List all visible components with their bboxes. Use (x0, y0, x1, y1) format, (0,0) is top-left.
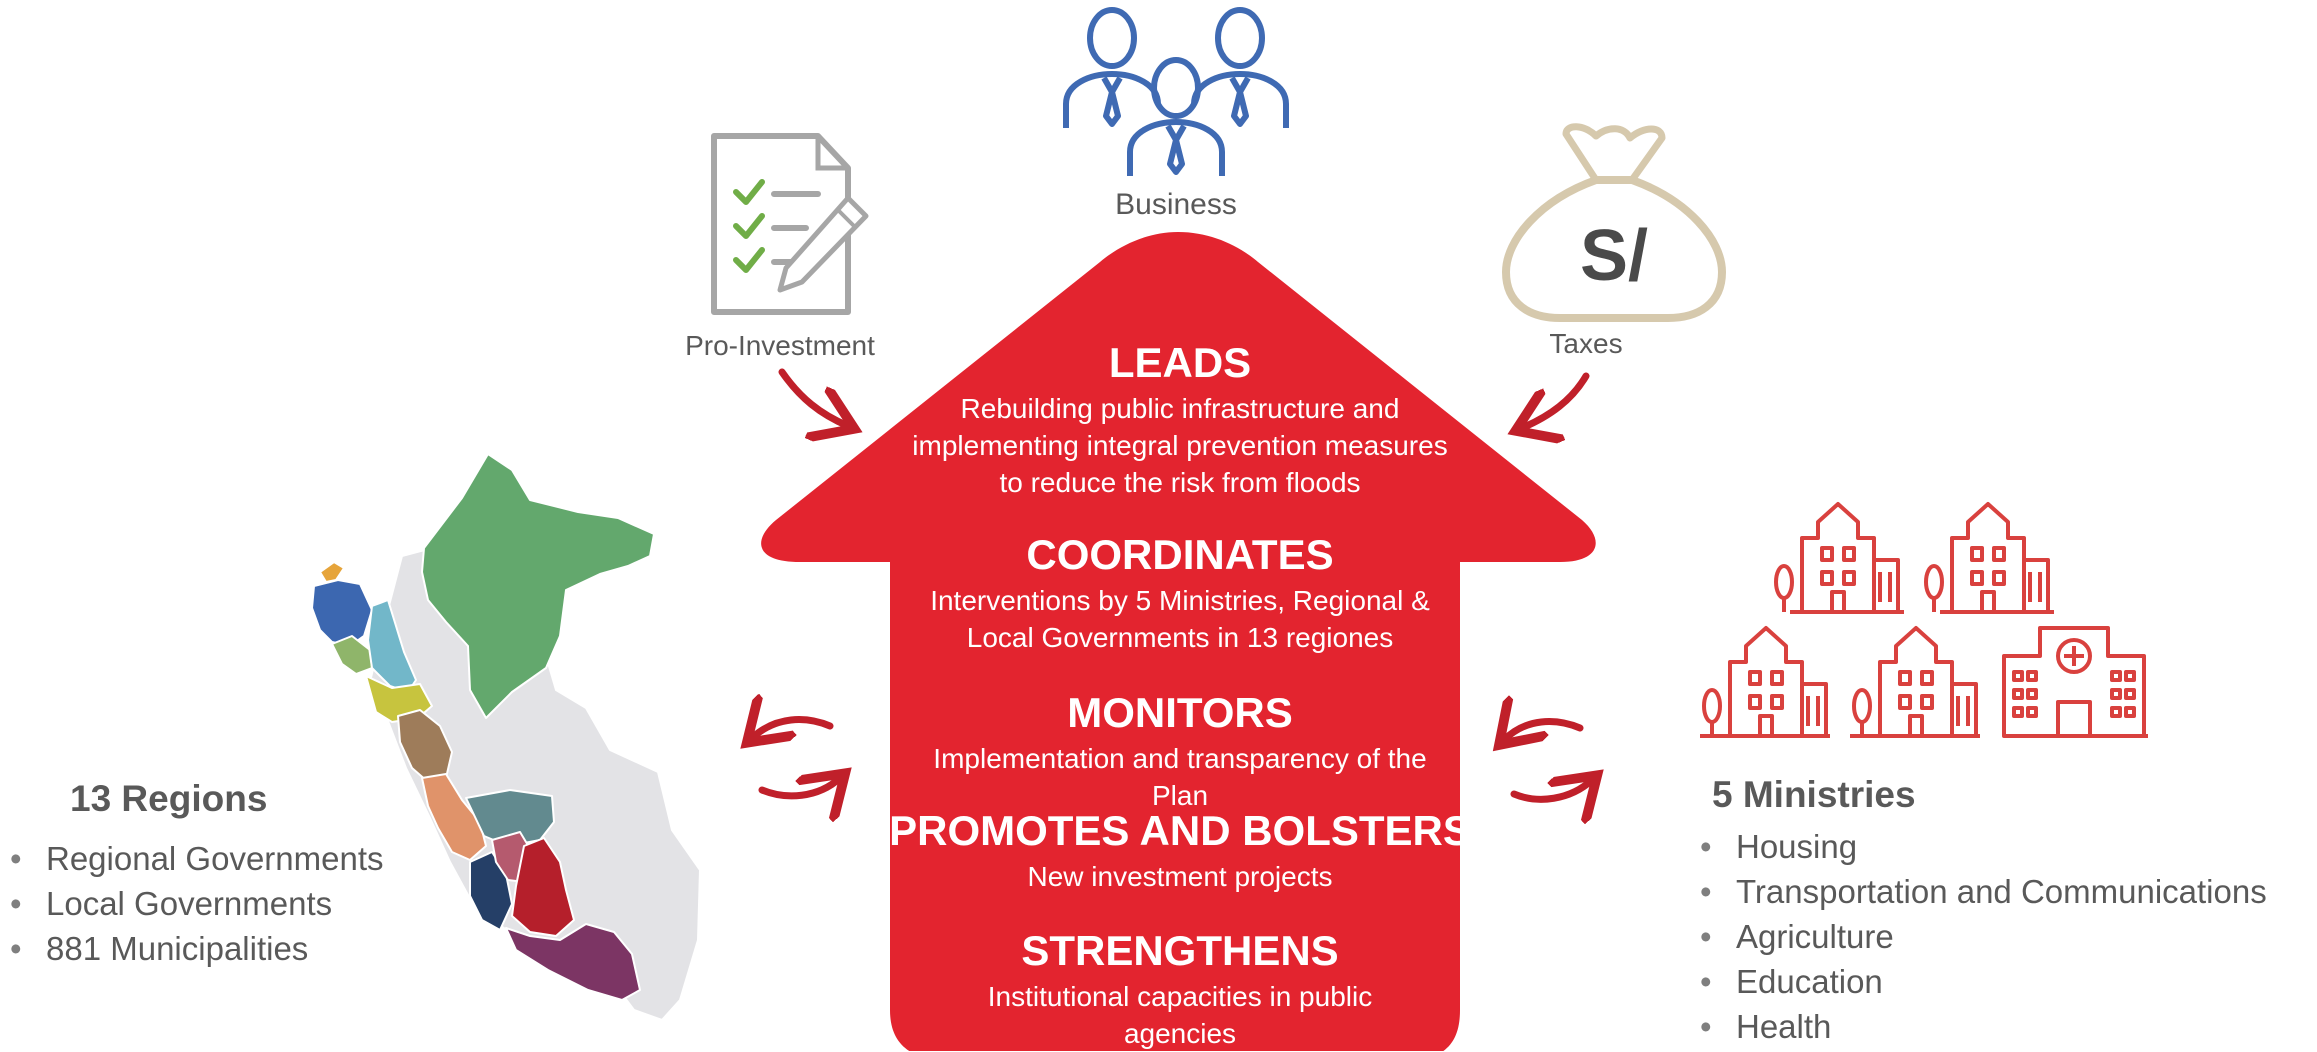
taxes-curved-arrow (1522, 372, 1590, 428)
central-up-arrow (761, 232, 1596, 1051)
ministries-title: 5 Ministries (1712, 774, 1916, 815)
section-text: Interventions by 5 Ministries, Regional … (930, 585, 1430, 653)
peru-map (311, 453, 701, 1021)
map-region-apurimac (511, 837, 575, 937)
regions-item: 881 Municipalities (10, 926, 384, 971)
section-text: Institutional capacities in public agenc… (987, 981, 1373, 1049)
regions-exchange-arrow-in (758, 778, 840, 796)
business-label: Business (1115, 188, 1237, 221)
section-title: MONITORS (1067, 689, 1293, 736)
map-region-lambayeque (331, 635, 373, 675)
ministries-exchange-arrow-out (1510, 780, 1592, 799)
pro-investment-label: Pro-Investment (685, 330, 875, 361)
map-region-arequipa (505, 923, 641, 1001)
section-text: New investment projects (1027, 861, 1333, 892)
map-background-regions (367, 547, 701, 1021)
business-people-icon (1063, 7, 1289, 176)
arrow-section-leads: LEADS Rebuilding public infrastructure a… (860, 340, 1500, 501)
ministries-item: Transportation and Communications (1700, 869, 2267, 914)
section-title: LEADS (1108, 339, 1252, 386)
section-title: PROMOTES AND BOLSTERS (889, 807, 1471, 854)
building-icons (1700, 502, 2148, 738)
ministries-list: Housing Transportation and Communication… (1700, 824, 2267, 1049)
ministries-item: Health (1700, 1004, 2267, 1049)
map-region-piura (311, 579, 373, 647)
pro-investment-curved-arrow (778, 368, 848, 426)
section-text: Implementation and transparency of the P… (933, 743, 1427, 811)
ministries-item: Education (1700, 959, 2267, 1004)
section-title: STRENGTHENS (1021, 927, 1339, 974)
regions-item: Regional Governments (10, 836, 384, 881)
map-region-tumbes (319, 561, 345, 583)
money-bag-icon (1502, 123, 1726, 322)
ministries-item: Agriculture (1700, 914, 2267, 959)
section-title: COORDINATES (1026, 531, 1334, 578)
map-region-lima (421, 773, 487, 861)
map-region-loreto (421, 453, 655, 719)
arrow-section-coordinates: COORDINATES Interventions by 5 Ministrie… (860, 532, 1500, 656)
map-region-huancavelica (465, 789, 555, 847)
currency-symbol: S/ (1579, 216, 1649, 296)
regions-item: Local Governments (10, 881, 384, 926)
ministries-exchange-arrow-in (1504, 722, 1584, 740)
checklist-icon (711, 133, 869, 315)
arrow-section-strengthens: STRENGTHENS Institutional capacities in … (860, 928, 1500, 1052)
regions-list: Regional Governments Local Governments 8… (10, 836, 384, 971)
arrow-section-promotes: PROMOTES AND BOLSTERS New investment pro… (860, 808, 1500, 895)
ministries-item: Housing (1700, 824, 2267, 869)
regions-title: 13 Regions (70, 778, 268, 819)
taxes-label: Taxes (1549, 328, 1623, 359)
regions-exchange-arrow-out (752, 720, 834, 738)
section-text: Rebuilding public infrastructure and imp… (912, 393, 1448, 498)
arrow-section-monitors: MONITORS Implementation and transparency… (860, 690, 1500, 814)
